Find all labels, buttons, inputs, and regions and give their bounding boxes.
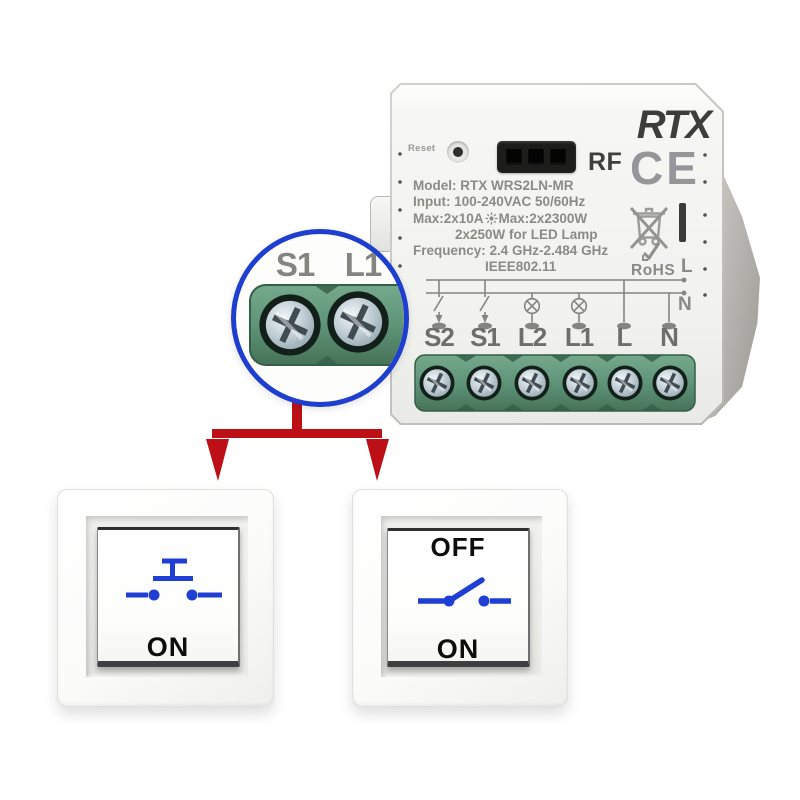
spec-max-power: Max:2x2300W — [498, 210, 588, 226]
label-bar — [679, 203, 686, 242]
relay-module: Reset RTX RF CE Model: RTX WRS2LN-MR Inp… — [390, 83, 724, 425]
spec-text-block: Model: RTX WRS2LN-MR Input: 100-240VAC 5… — [413, 178, 653, 276]
spec-model: Model: RTX WRS2LN-MR — [413, 178, 574, 193]
magnified-label-s1: S1 — [275, 246, 315, 283]
reset-pinhole-icon — [453, 147, 463, 157]
terminal-label-s2: S2 — [424, 322, 454, 352]
spec-input: Input: 100-240VAC 50/60Hz — [413, 194, 586, 210]
momentary-on-label: ON — [146, 632, 190, 662]
wiring-schematic — [392, 85, 726, 427]
terminal-magnifier: S1 L1 — [231, 229, 409, 407]
compliance-check-icon — [641, 240, 661, 262]
arrow-down-icon — [366, 439, 389, 481]
neutral-rail-label: N — [678, 294, 692, 315]
spec-frequency: Frequency: 2.4 GHz-2.484 GHz — [413, 243, 609, 259]
relay-module-face: Reset RTX RF CE Model: RTX WRS2LN-MR Inp… — [392, 85, 722, 423]
pin-header — [497, 141, 576, 173]
toggle-off-label: OFF — [430, 532, 486, 562]
brand-logo: RTX — [636, 103, 710, 147]
spec-standard: IEEE802.11 — [485, 259, 557, 275]
spec-led-power: 2x250W for LED Lamp — [455, 226, 598, 242]
live-rail-label: L — [681, 256, 693, 277]
pin-socket — [506, 149, 522, 165]
terminal-label-l2: L2 — [517, 322, 547, 352]
vent-holes — [398, 152, 707, 297]
momentary-switch-rocker: ON — [97, 527, 240, 667]
spec-max-current: Max:2x10A — [413, 210, 484, 226]
reset-button-hole — [447, 141, 469, 163]
spec-max-line: Max:2x10A Max:2x2300W — [413, 211, 653, 227]
terminal-label-s1: S1 — [470, 322, 500, 352]
connection-arrows — [206, 383, 389, 481]
terminal-label-l1: L1 — [564, 322, 594, 352]
ce-mark: CE — [630, 142, 700, 194]
magnified-label-l1: L1 — [344, 246, 383, 283]
terminal-label-n: N — [660, 322, 678, 352]
momentary-switch-symbol — [126, 558, 222, 601]
pin-socket — [528, 149, 544, 165]
toggle-switch: OFF ON — [352, 489, 568, 707]
toggle-switch-rocker: OFF ON — [387, 528, 530, 667]
rohs-label: RoHS — [631, 262, 676, 279]
toggle-switch-symbol — [418, 577, 511, 607]
reset-label: Reset — [408, 143, 436, 154]
weee-icon — [628, 204, 670, 250]
terminal-block — [415, 355, 695, 411]
magnified-terminals — [249, 284, 404, 366]
terminal-label-l: L — [616, 322, 632, 352]
momentary-switch: ON — [57, 489, 274, 707]
pin-socket — [550, 149, 566, 165]
arrow-down-icon — [206, 439, 229, 481]
rf-label: RF — [588, 148, 623, 176]
toggle-on-label: ON — [436, 634, 480, 664]
lamp-icon — [485, 212, 498, 225]
